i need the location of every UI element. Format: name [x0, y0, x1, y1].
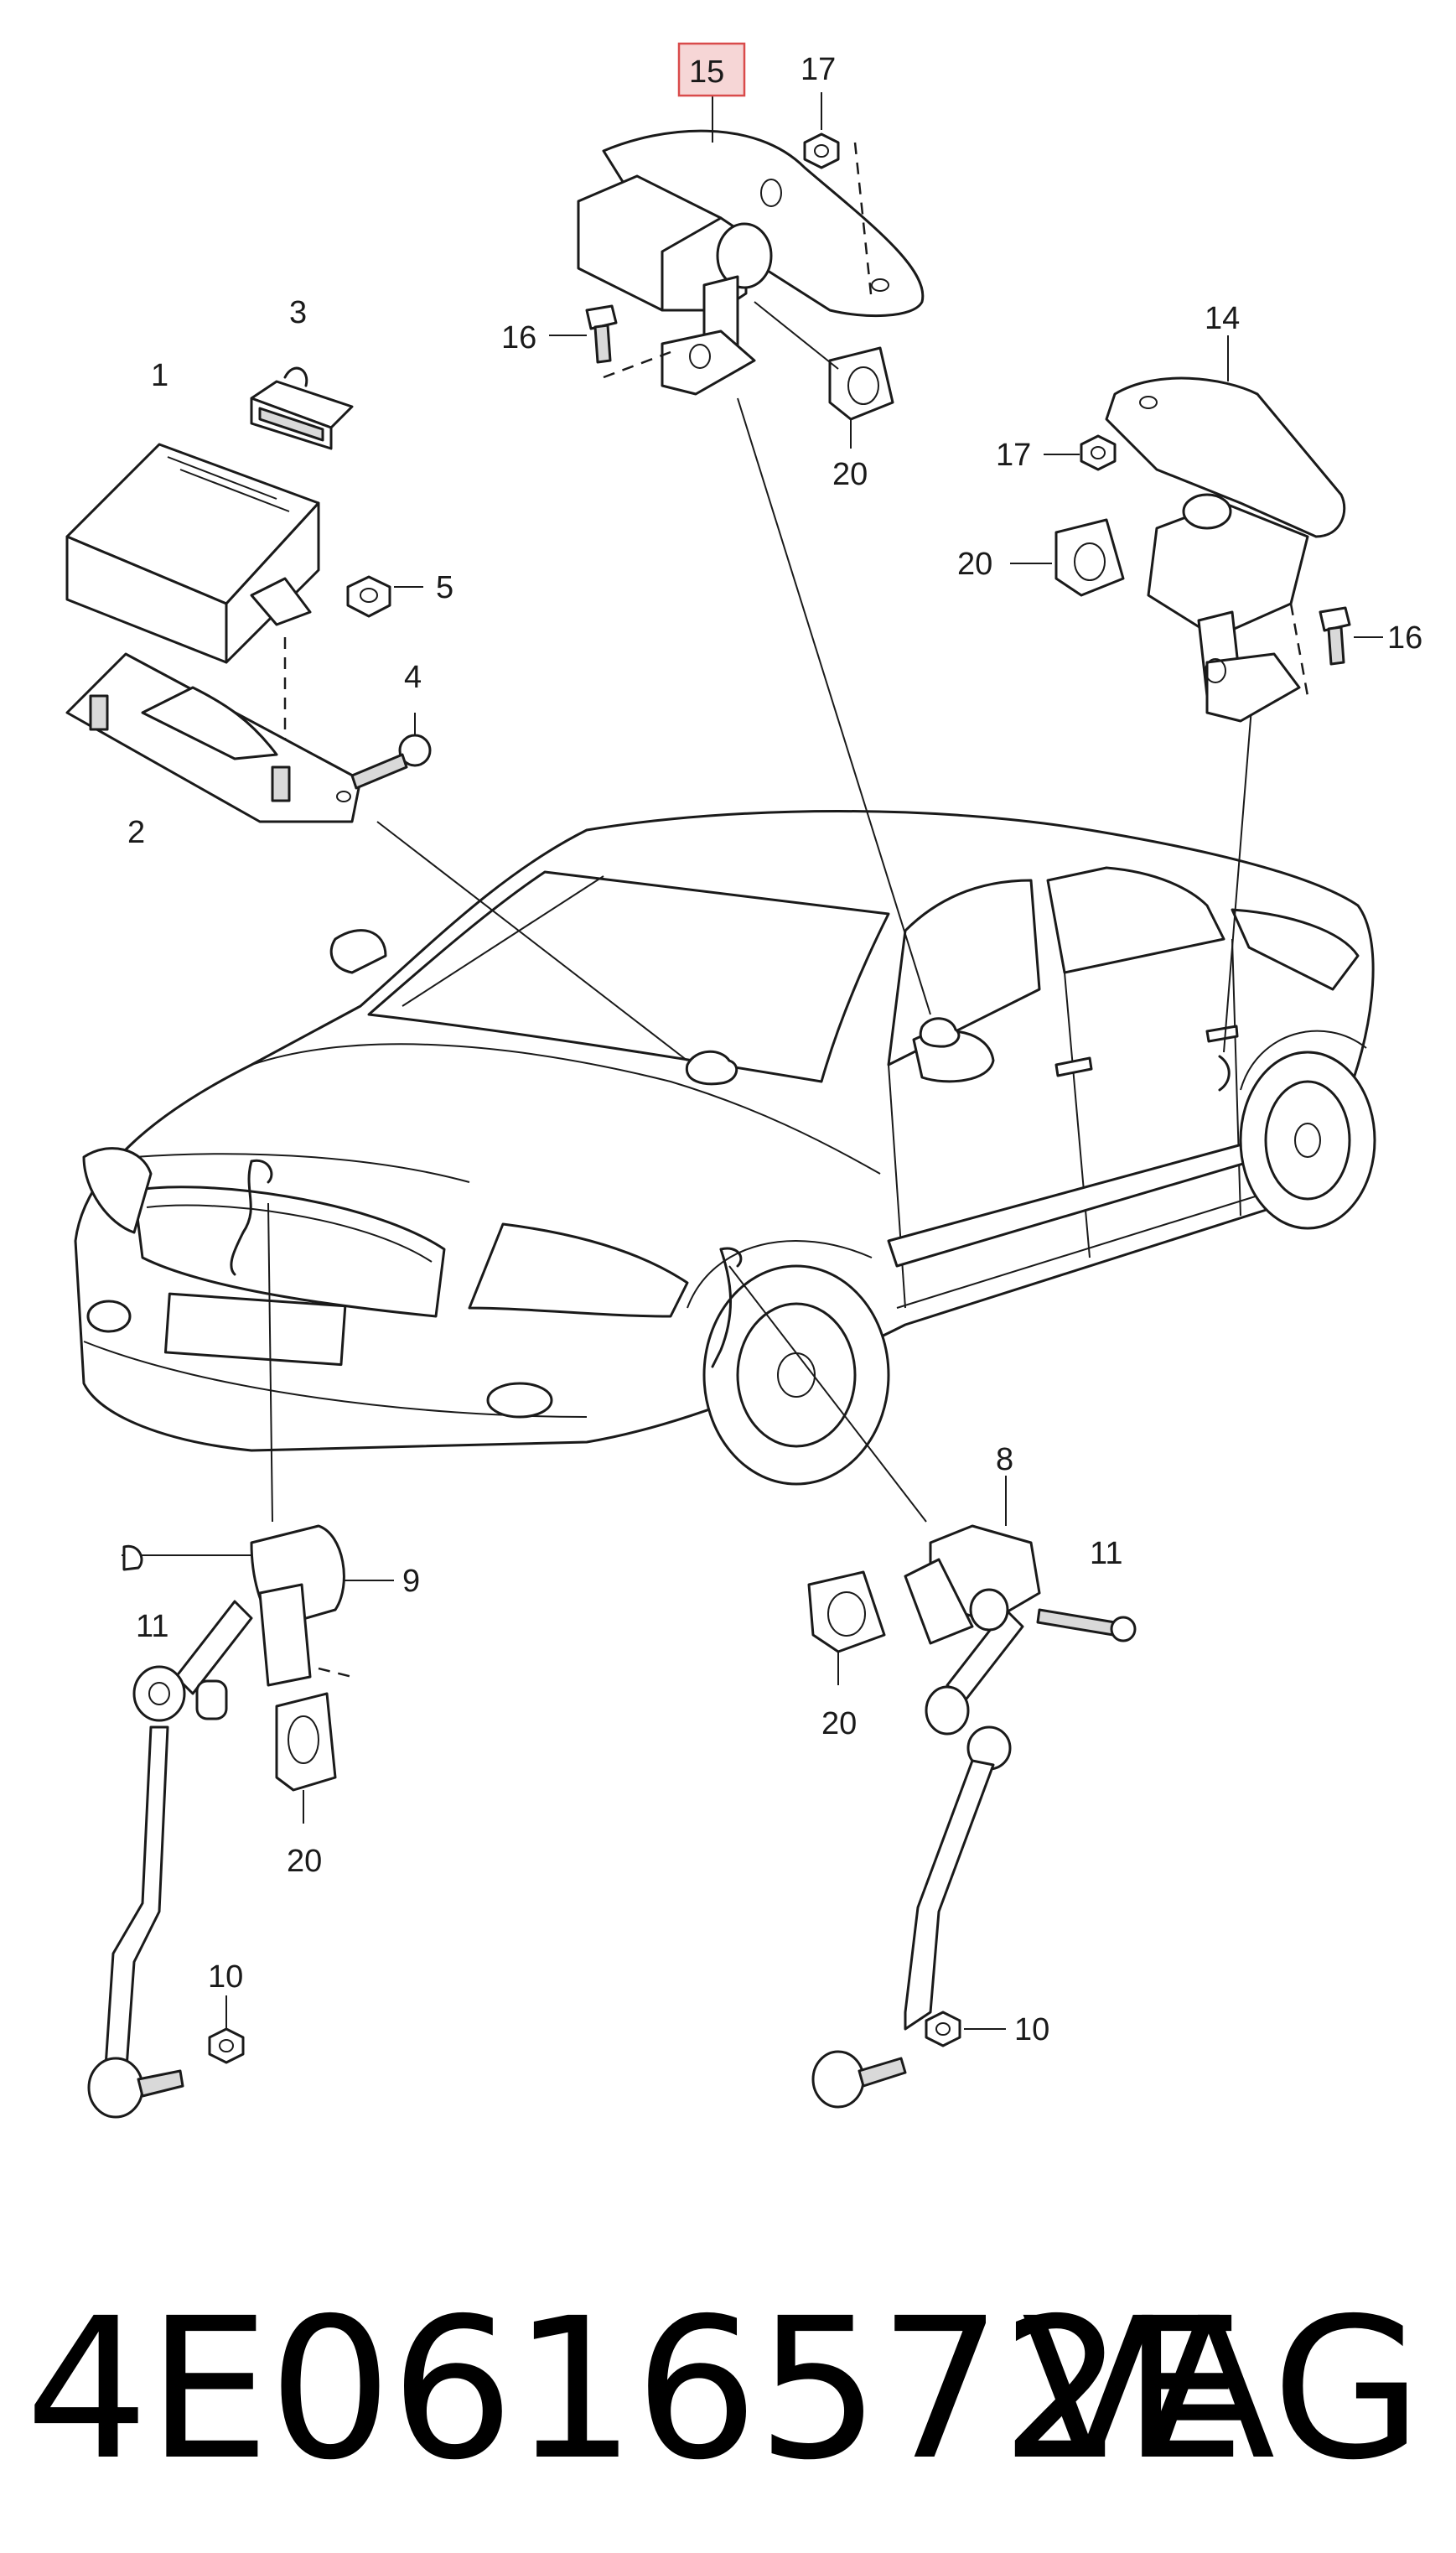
- control-unit-part-1: [65, 443, 320, 755]
- callout-16-right[interactable]: 16: [1387, 620, 1422, 656]
- level-sensor-part-14: [1105, 335, 1346, 723]
- callout-15[interactable]: 15: [689, 54, 724, 90]
- callout-20-c[interactable]: 20: [287, 1844, 322, 1879]
- callout-17-right[interactable]: 17: [996, 438, 1031, 473]
- callout-5[interactable]: 5: [436, 570, 453, 605]
- callout-8[interactable]: 8: [996, 1442, 1013, 1477]
- level-sensor-part-8: [811, 1476, 1137, 2109]
- connector-part-20-b: [1010, 518, 1125, 597]
- connector-part-20-c: [275, 1692, 337, 1824]
- bolt-part-4: [350, 713, 432, 790]
- callout-10-right[interactable]: 10: [1014, 2012, 1049, 2047]
- nut-part-17-top: [803, 92, 873, 303]
- callout-3[interactable]: 3: [289, 295, 307, 330]
- callout-11-right[interactable]: 11: [1090, 1536, 1122, 1571]
- callout-9[interactable]: 9: [402, 1564, 420, 1599]
- brand-name: VAG: [1021, 2276, 1422, 2503]
- car-sensor-markers: [230, 1017, 1231, 1368]
- nut-part-17-right: [1044, 434, 1117, 471]
- callout-20-a[interactable]: 20: [832, 457, 868, 492]
- parts-diagram: 15 17 16 20 14 17 20 16 3 1 5 4 2 9 11 2…: [65, 42, 1422, 2119]
- nut-part-10-right: [925, 2011, 1006, 2047]
- callout-17-top[interactable]: 17: [801, 52, 836, 87]
- callout-4[interactable]: 4: [404, 660, 422, 695]
- connector-part-20-d: [807, 1570, 886, 1685]
- callout-20-d[interactable]: 20: [821, 1706, 857, 1741]
- bolt-part-16-right: [1319, 606, 1383, 666]
- part-number: 4E0616572E: [25, 2276, 1246, 2503]
- car-illustration: [74, 810, 1376, 1486]
- callout-10-left[interactable]: 10: [208, 1959, 243, 1995]
- callout-1[interactable]: 1: [151, 358, 168, 393]
- level-sensor-part-9: [87, 1524, 394, 2119]
- callout-15-highlight: [677, 42, 746, 97]
- nut-part-10-left: [208, 1995, 245, 2064]
- callout-14[interactable]: 14: [1205, 301, 1240, 336]
- callout-2[interactable]: 2: [127, 815, 145, 850]
- connector-part-20-a: [754, 301, 894, 449]
- callout-16-left[interactable]: 16: [501, 320, 536, 355]
- connector-part-3: [250, 366, 354, 450]
- callout-labels: 15 17 16 20 14 17 20 16 3 1 5 4 2 9 11 2…: [127, 42, 1422, 2047]
- callout-11-left[interactable]: 11: [136, 1609, 168, 1644]
- level-sensor-part-15: [577, 92, 925, 396]
- bracket-part-2: [65, 652, 362, 823]
- bolt-part-16-left: [549, 304, 671, 379]
- nut-part-5: [346, 575, 423, 618]
- leader-lines: [267, 397, 1254, 1523]
- callout-20-b[interactable]: 20: [957, 547, 992, 582]
